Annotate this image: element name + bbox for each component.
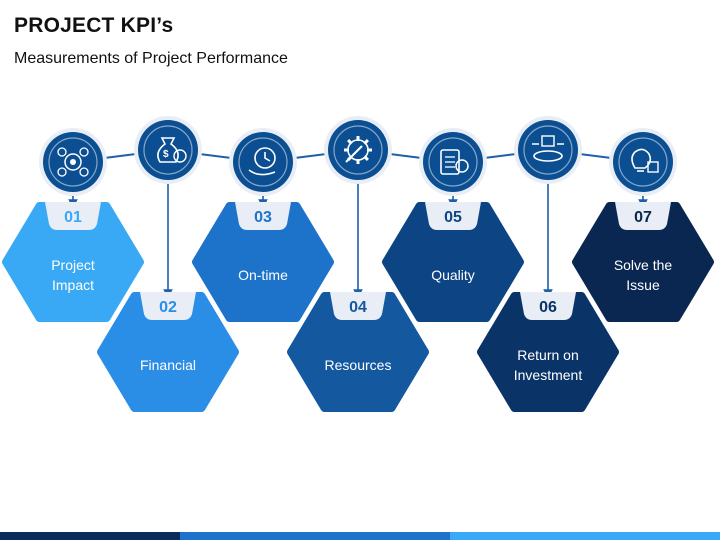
impact-gears-icon xyxy=(57,147,89,177)
number-tab xyxy=(45,202,101,230)
kpi-label: Return on xyxy=(517,347,578,363)
icon-circle xyxy=(233,132,293,192)
kpi-number: 03 xyxy=(254,209,272,226)
kpi-label: Investment xyxy=(514,367,583,383)
number-tab xyxy=(615,202,671,230)
clock-hand-icon xyxy=(248,147,276,176)
kpi-label: On-time xyxy=(238,267,288,283)
footer-segment xyxy=(0,532,180,540)
icon-circle xyxy=(138,120,198,180)
kpi-label: Issue xyxy=(626,277,660,293)
icon-circle xyxy=(613,132,673,192)
gear-wrench-icon xyxy=(344,136,372,164)
kpi-number: 07 xyxy=(634,209,652,226)
kpi-hexagon xyxy=(2,202,144,322)
kpi-nodes: 01ProjectImpact$02Financial03On-time04Re… xyxy=(2,116,714,412)
icon-circle-ring xyxy=(428,137,478,187)
page-subtitle: Measurements of Project Performance xyxy=(14,50,288,67)
svg-text:$: $ xyxy=(163,149,169,160)
kpi-hexagon xyxy=(477,292,619,412)
kpi-label: Solve the xyxy=(614,257,673,273)
bulb-puzzle-icon xyxy=(631,148,659,173)
kpi-label: Quality xyxy=(431,267,475,283)
roi-coin-icon xyxy=(532,135,564,162)
kpi-hexagon xyxy=(97,292,239,412)
kpi-hexagon xyxy=(382,202,524,322)
kpi-number: 05 xyxy=(444,209,462,226)
icon-circle-ring xyxy=(143,125,193,175)
money-bag-icon: $ xyxy=(157,137,187,163)
footer-bar xyxy=(0,532,720,540)
icon-circle-ring xyxy=(333,125,383,175)
footer-segment xyxy=(450,532,720,540)
icon-circle-ring xyxy=(238,137,288,187)
kpi-hexagon xyxy=(287,292,429,412)
page-title: PROJECT KPI’s xyxy=(14,14,174,37)
kpi-number: 01 xyxy=(64,209,82,226)
kpi-hexagon xyxy=(192,202,334,322)
kpi-label: Financial xyxy=(140,357,196,373)
clipboard-certificate-icon xyxy=(440,149,469,175)
kpi-label: Impact xyxy=(52,277,94,293)
icon-circle-ring xyxy=(523,125,573,175)
number-tab xyxy=(235,202,291,230)
kpi-hexagon xyxy=(572,202,714,322)
icon-circle-ring xyxy=(618,137,668,187)
kpi-label: Resources xyxy=(325,357,392,373)
number-tab xyxy=(140,292,196,320)
number-tab xyxy=(520,292,576,320)
icon-circle-ring xyxy=(48,137,98,187)
number-tab xyxy=(330,292,386,320)
kpi-number: 04 xyxy=(349,299,367,316)
kpi-number: 06 xyxy=(539,299,557,316)
icon-circle xyxy=(518,120,578,180)
kpi-label: Project xyxy=(51,257,95,273)
footer-segment xyxy=(180,532,450,540)
kpi-number: 02 xyxy=(159,299,177,316)
number-tab xyxy=(425,202,481,230)
